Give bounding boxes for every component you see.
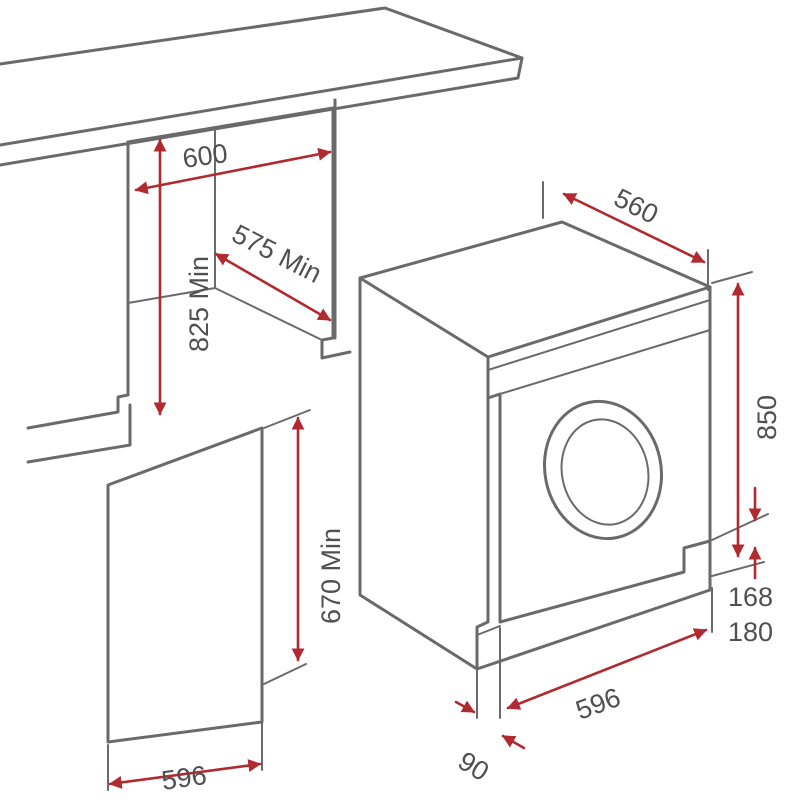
cabinet-width-dimension: 600 (134, 138, 332, 195)
cabinet-depth-label: 575 Min (227, 219, 326, 289)
machine-extension-lines (476, 181, 769, 719)
cabinet-height-label: 825 Min (184, 256, 214, 352)
door-height-dimension: 670 Min (291, 416, 346, 662)
door-panel (106, 426, 264, 744)
plinth-168-label: 168 (728, 582, 773, 612)
machine-height-dimension: 850 (731, 282, 782, 558)
door-offset-label: 90 (453, 746, 494, 787)
worktop (0, 6, 524, 167)
machine-width-label: 596 (572, 682, 625, 726)
porthole-door (542, 399, 664, 541)
door-width-dimension: 596 (108, 759, 262, 796)
door-width-label: 596 (160, 760, 209, 796)
cabinet-width-label: 600 (181, 138, 230, 174)
cabinet-depth-dimension: 575 Min (214, 219, 332, 322)
door-extension-lines (107, 409, 311, 791)
machine-height-label: 850 (752, 395, 782, 440)
cabinet-height-dimension: 825 Min (153, 138, 214, 416)
machine-width-dimension: 596 (506, 628, 708, 726)
machine-depth-label: 560 (609, 183, 663, 230)
door-height-label: 670 Min (316, 528, 346, 624)
machine-depth-dimension: 560 (562, 183, 706, 264)
door-offset-dimension: 90 (453, 700, 526, 787)
plinth-dimension: 168 180 (728, 486, 773, 647)
plinth-180-label: 180 (728, 617, 773, 647)
